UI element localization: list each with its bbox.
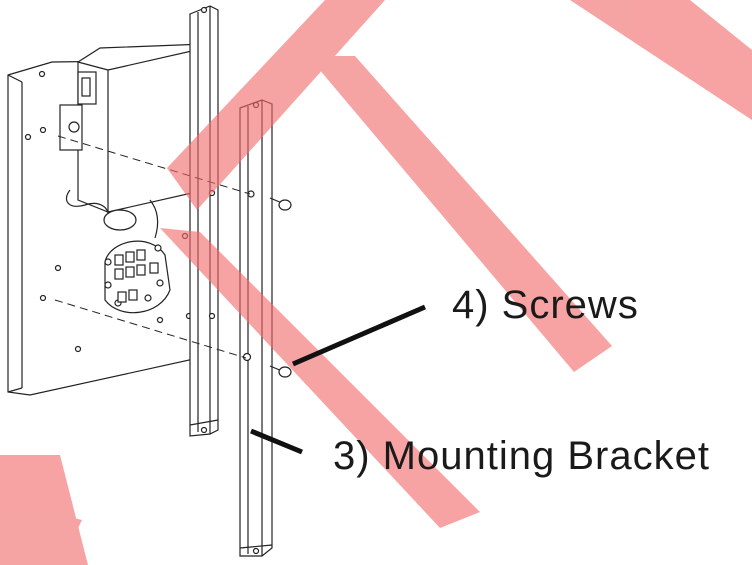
screw-lower <box>269 365 292 378</box>
keypad-plate <box>104 240 171 314</box>
alignment-lines <box>54 135 251 359</box>
screws-leader-line <box>292 304 426 367</box>
rear-bracket <box>189 5 219 437</box>
screws-callout-label: 4) Screws <box>452 283 639 327</box>
mounting-bracket-callout-label: 3) Mounting Bracket <box>333 434 710 478</box>
screw-upper <box>269 197 292 211</box>
bracket-leader-line <box>250 428 303 455</box>
leader-lines <box>250 304 426 455</box>
